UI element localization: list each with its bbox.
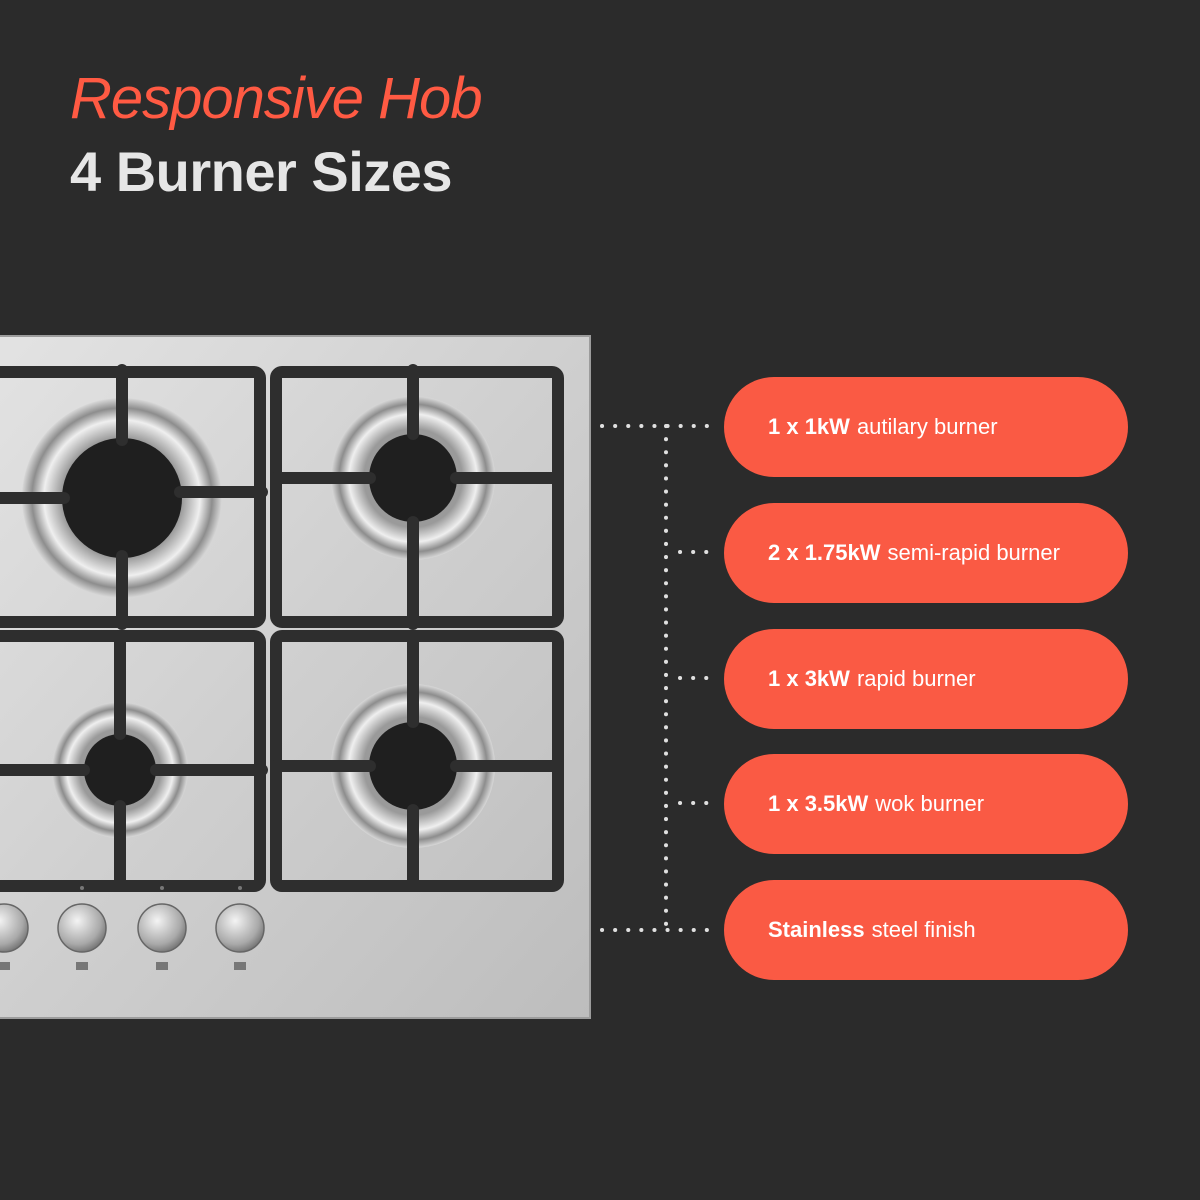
feature-pill-stainless: Stainless steel finish <box>724 880 1128 980</box>
feature-pill-semi-rapid: 2 x 1.75kW semi-rapid burner <box>724 503 1128 603</box>
heading-line2: 4 Burner Sizes <box>70 140 453 203</box>
feature-pill-aux: 1 x 1kW autilary burner <box>724 377 1128 477</box>
feature-text: autilary burner <box>856 414 998 439</box>
feature-bold: 1 x 3kW <box>768 666 850 691</box>
feature-text: steel finish <box>871 917 976 942</box>
feature-text: semi-rapid burner <box>887 540 1060 565</box>
feature-bold: 1 x 1kW <box>768 414 850 439</box>
heading: Responsive Hob 4 Burner Sizes <box>70 66 483 203</box>
heading-line1: Responsive Hob <box>70 66 483 131</box>
feature-text: rapid burner <box>856 666 976 691</box>
feature-bold: 1 x 3.5kW <box>768 791 869 816</box>
feature-bold: Stainless <box>768 917 865 942</box>
feature-pill-wok: 1 x 3.5kW wok burner <box>724 754 1128 854</box>
gas-hob-image <box>0 335 591 1019</box>
feature-bold: 2 x 1.75kW <box>768 540 881 565</box>
feature-pill-rapid: 1 x 3kW rapid burner <box>724 629 1128 729</box>
control-knob-icon <box>0 886 265 970</box>
feature-text: wok burner <box>875 791 985 816</box>
